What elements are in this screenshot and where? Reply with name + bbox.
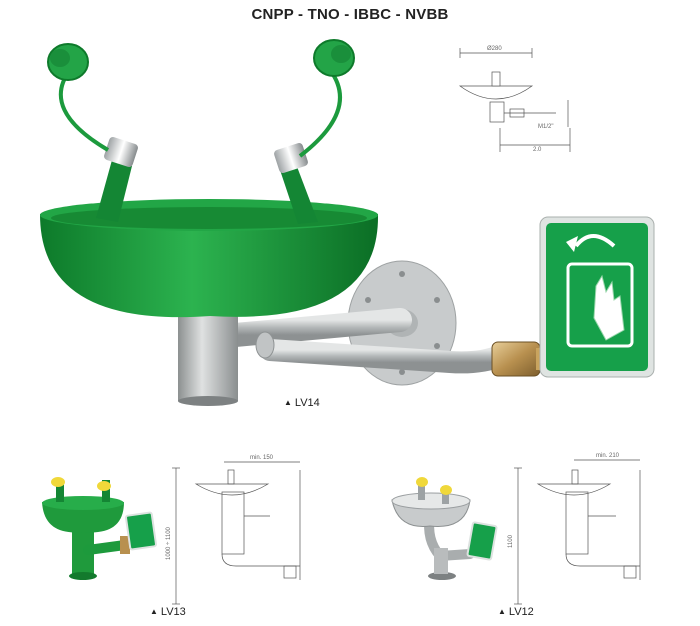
page-title: CNPP - TNO - IBBC - NVBB xyxy=(251,6,449,23)
support-pipe xyxy=(223,308,412,347)
caption-lv13: ▲LV13 xyxy=(150,606,186,618)
eyewash-safety-sign xyxy=(539,216,655,378)
caption-lv14: ▲LV14 xyxy=(284,397,320,409)
dimension-width: Ø280 xyxy=(487,46,502,52)
supply-pipe xyxy=(259,339,511,374)
triangle-marker-icon: ▲ xyxy=(284,398,292,407)
caption-lv12: ▲LV12 xyxy=(498,606,534,618)
lv12-height-dimension: 1100 xyxy=(508,534,514,548)
lv13-top-dimension: min. 150 xyxy=(250,455,274,461)
lv12-eyewash-image xyxy=(391,477,498,580)
lv13-eyewash-image xyxy=(42,477,157,580)
triangle-marker-icon: ▲ xyxy=(498,607,506,616)
lv13-height-dimension: 1000 ÷ 1100 xyxy=(166,526,172,560)
triangle-marker-icon: ▲ xyxy=(150,607,158,616)
eyewash-bowl xyxy=(40,200,379,318)
valve-fitting xyxy=(491,341,541,377)
lv12-top-dimension: min. 210 xyxy=(596,453,620,459)
lv12-technical-drawing xyxy=(514,459,641,605)
dimension-thread: M1/2" xyxy=(538,124,553,130)
dimension-depth: 2.0 xyxy=(533,147,542,153)
lv13-technical-drawing xyxy=(172,461,301,605)
bowl-column xyxy=(178,305,238,401)
top-technical-drawing xyxy=(458,48,571,152)
